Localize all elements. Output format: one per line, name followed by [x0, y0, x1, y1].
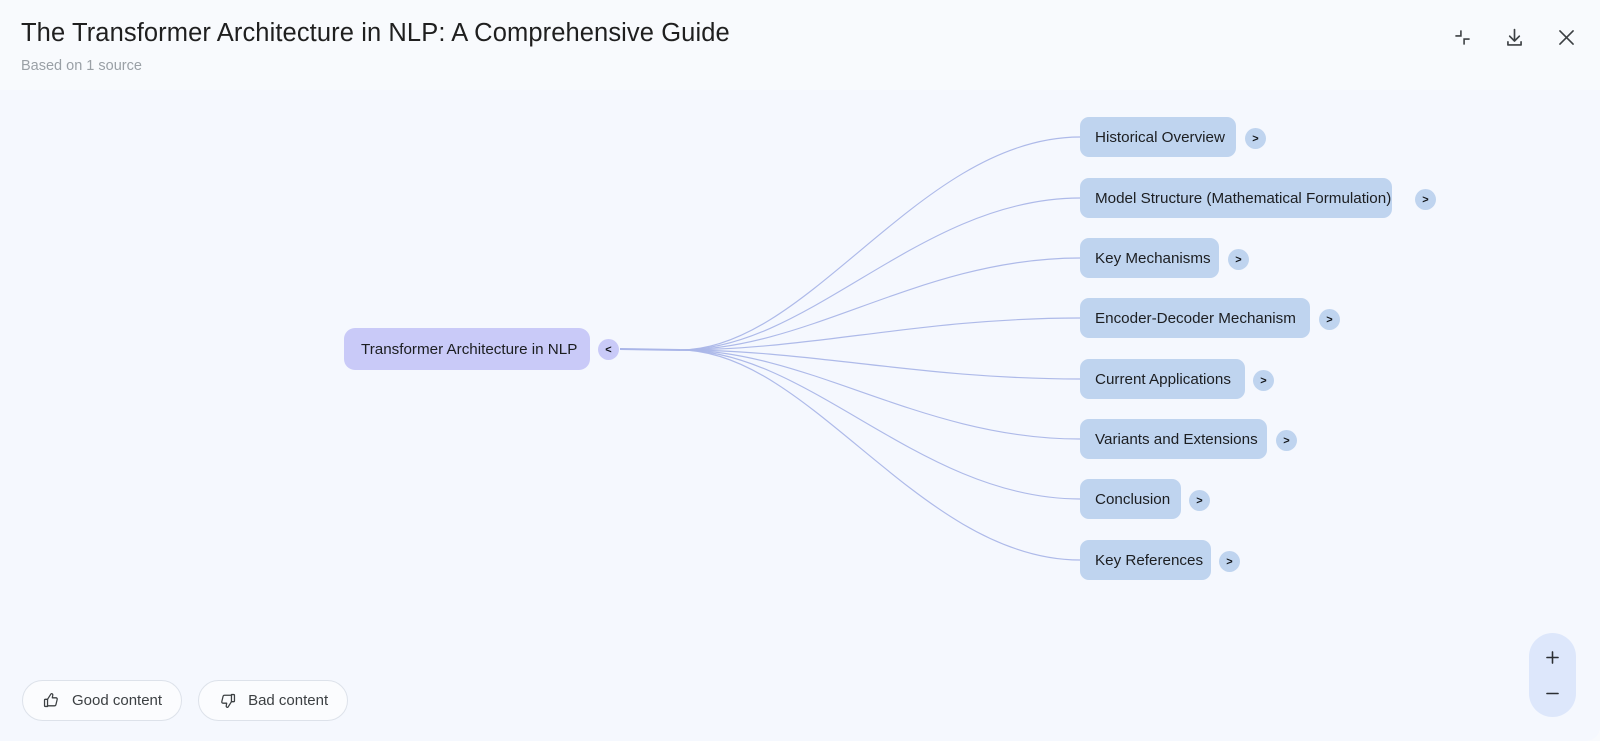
mindmap-canvas[interactable]: Transformer Architecture in NLP < Historic…: [0, 90, 1600, 741]
branch-expand-toggle[interactable]: >: [1253, 370, 1274, 391]
mindmap-branch-node[interactable]: Model Structure (Mathematical Formulatio…: [1080, 178, 1392, 218]
node-label: Key Mechanisms: [1095, 249, 1211, 267]
mindmap-edge-stub: [619, 348, 681, 351]
collapse-icon: [1453, 28, 1472, 47]
mindmap-edge: [679, 197, 1081, 351]
mindmap-edge: [679, 349, 1081, 380]
branch-expand-toggle[interactable]: >: [1415, 189, 1436, 210]
mindmap-branch-node[interactable]: Encoder-Decoder Mechanism: [1080, 298, 1310, 338]
header: The Transformer Architecture in NLP: A C…: [0, 0, 1600, 90]
node-label: Encoder-Decoder Mechanism: [1095, 309, 1296, 327]
mindmap-edge: [679, 349, 1081, 500]
header-actions: [1446, 21, 1582, 53]
good-content-button[interactable]: Good content: [22, 680, 183, 721]
minus-icon: [1543, 684, 1562, 703]
download-button[interactable]: [1498, 21, 1530, 53]
node-label: Transformer Architecture in NLP: [361, 340, 578, 358]
branch-expand-toggle[interactable]: >: [1276, 430, 1297, 451]
mindmap-branch-node[interactable]: Current Applications: [1080, 359, 1245, 399]
close-button[interactable]: [1550, 21, 1582, 53]
node-label: Conclusion: [1095, 490, 1171, 508]
mindmap-branch-node[interactable]: Variants and Extensions: [1080, 419, 1267, 459]
good-content-label: Good content: [72, 692, 163, 709]
thumbs-down-icon: [218, 691, 237, 710]
node-label: Key References: [1095, 551, 1204, 569]
close-icon: [1556, 27, 1577, 48]
node-label: Variants and Extensions: [1095, 430, 1258, 448]
plus-icon: [1543, 648, 1562, 667]
branch-expand-toggle[interactable]: >: [1245, 128, 1266, 149]
node-label: Current Applications: [1095, 370, 1231, 388]
mindmap-branch-node[interactable]: Key Mechanisms: [1080, 238, 1219, 278]
zoom-control: [1529, 633, 1576, 717]
mindmap-edge: [679, 317, 1081, 351]
mindmap-edge: [679, 257, 1081, 351]
bad-content-label: Bad content: [248, 692, 329, 709]
download-icon: [1504, 27, 1525, 48]
thumbs-up-icon: [42, 691, 61, 710]
branch-expand-toggle[interactable]: >: [1319, 309, 1340, 330]
collapse-button[interactable]: [1446, 21, 1478, 53]
zoom-out-button[interactable]: [1534, 676, 1572, 710]
mindmap-branch-node[interactable]: Key References: [1080, 540, 1211, 580]
page-title: The Transformer Architecture in NLP: A C…: [21, 19, 730, 47]
mindmap-root-node[interactable]: Transformer Architecture in NLP: [344, 328, 590, 370]
branch-expand-toggle[interactable]: >: [1219, 551, 1240, 572]
mindmap-edge: [679, 136, 1081, 351]
feedback-bar: Good content Bad content: [22, 680, 349, 721]
branch-expand-toggle[interactable]: >: [1228, 249, 1249, 270]
root-collapse-toggle[interactable]: <: [598, 339, 619, 360]
branch-expand-toggle[interactable]: >: [1189, 490, 1210, 511]
node-label: Model Structure (Mathematical Formulatio…: [1095, 189, 1392, 207]
zoom-in-button[interactable]: [1534, 640, 1572, 674]
mindmap-branch-node[interactable]: Conclusion: [1080, 479, 1181, 519]
bad-content-button[interactable]: Bad content: [198, 680, 349, 721]
mindmap-edge: [679, 349, 1081, 440]
mindmap-branch-node[interactable]: Historical Overview: [1080, 117, 1236, 157]
node-label: Historical Overview: [1095, 128, 1225, 146]
page-subtitle: Based on 1 source: [21, 58, 142, 74]
mindmap-edge: [679, 349, 1081, 561]
